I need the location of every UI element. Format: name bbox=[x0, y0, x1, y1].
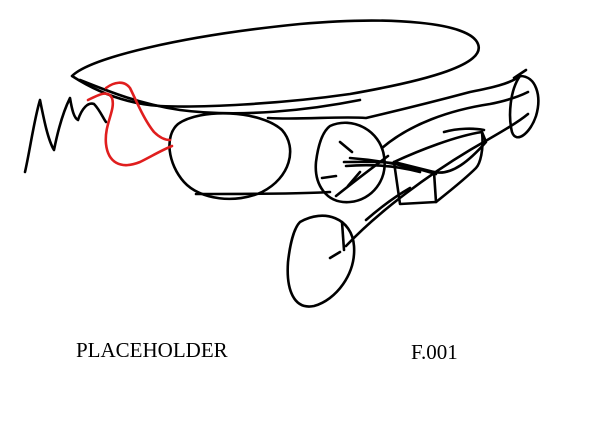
sketch-diagonal-a bbox=[334, 154, 390, 198]
sketch-right-oval bbox=[508, 74, 540, 139]
sketch-left-zigzag bbox=[23, 96, 108, 174]
caption-figure-number: F.001 bbox=[411, 340, 458, 364]
sketch-lower-stroke bbox=[340, 220, 346, 252]
sketch-hatch bbox=[342, 156, 438, 176]
sketch-box-side bbox=[434, 130, 484, 204]
sketch-diagonal-b bbox=[364, 186, 412, 222]
sketch-wheel-spoke-c bbox=[320, 174, 338, 180]
sketch-wheel-spoke-a bbox=[338, 140, 354, 154]
sketch-wheel bbox=[314, 121, 386, 204]
sketch-red-curve bbox=[86, 81, 174, 167]
sketch-top-band-lower-edge bbox=[78, 78, 362, 115]
sketch-middle-band bbox=[266, 74, 522, 120]
sketch-box-lid bbox=[442, 127, 486, 134]
caption-placeholder: PLACEHOLDER bbox=[76, 338, 228, 362]
sketch-lower-oval bbox=[286, 214, 356, 308]
sketch-lower-tick bbox=[328, 250, 342, 260]
sketch-bottom-line bbox=[194, 190, 332, 196]
sketch-right-tick bbox=[512, 68, 528, 80]
sketch-arm-top bbox=[380, 90, 530, 150]
sketch-left-oval bbox=[168, 112, 292, 201]
